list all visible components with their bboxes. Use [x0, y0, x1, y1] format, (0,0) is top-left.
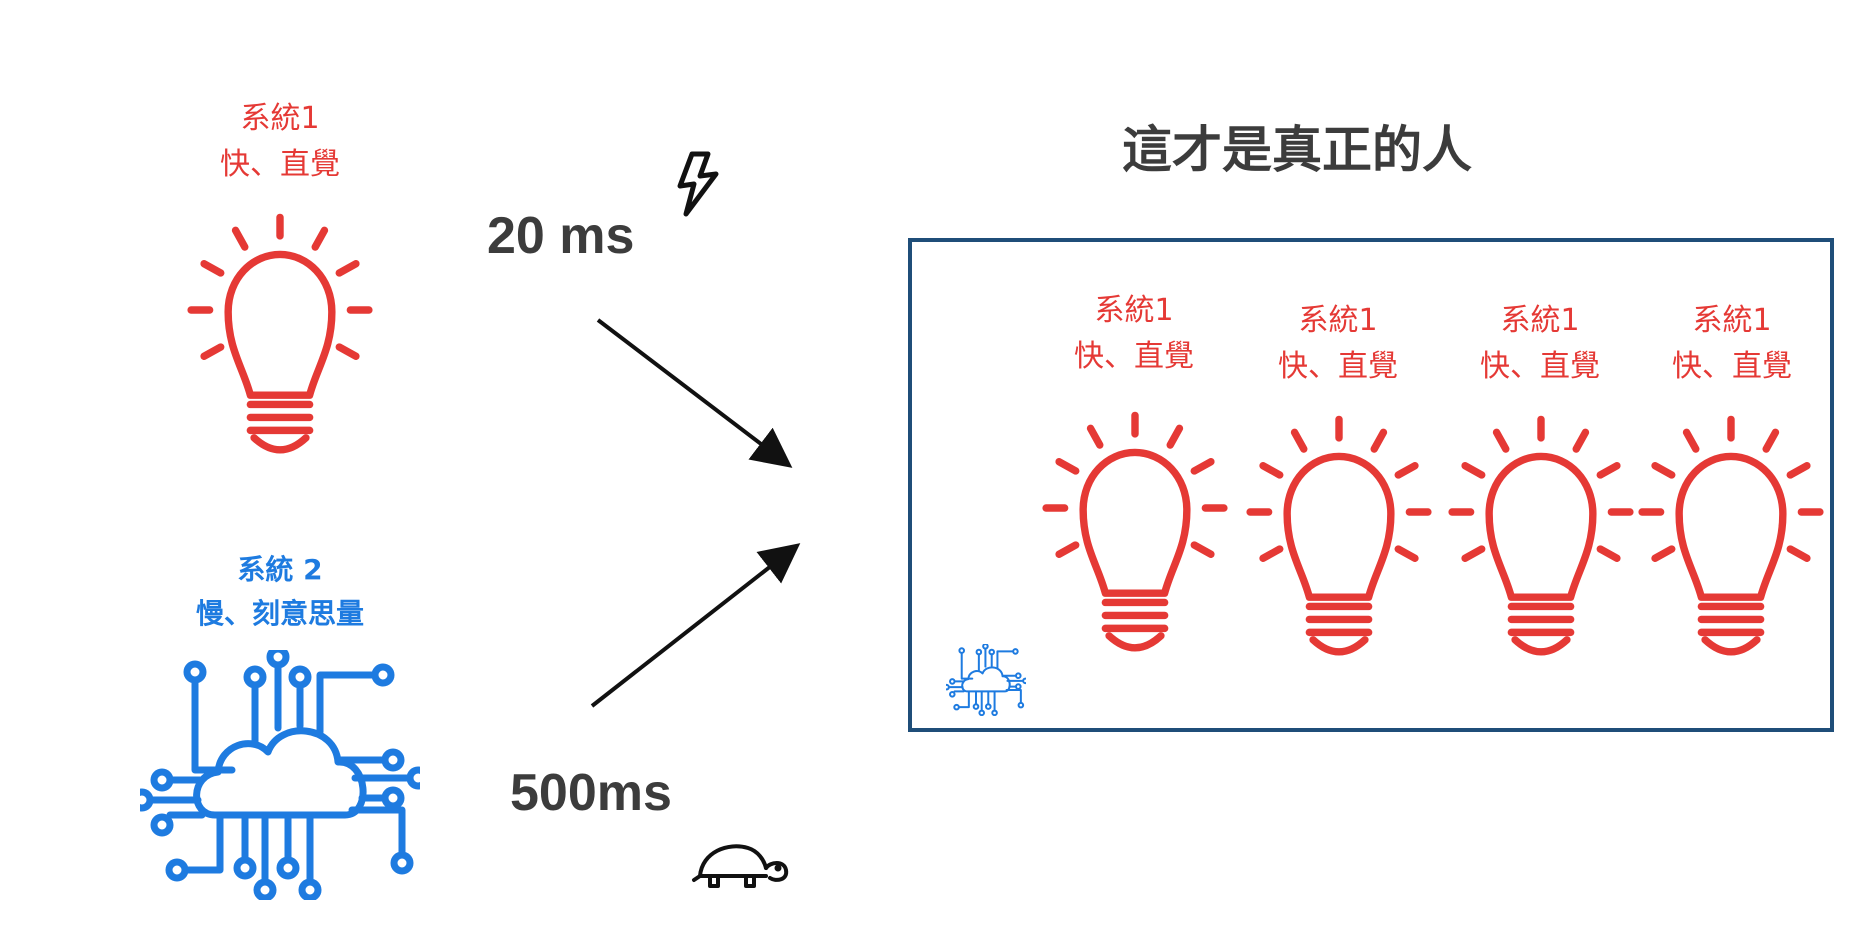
card-name: 系統1 [1298, 303, 1378, 338]
card-desc: 快、直覺 [1278, 349, 1398, 384]
system1-name: 系統1 [240, 101, 320, 136]
slow-arrow-icon [590, 543, 801, 708]
system2-desc: 慢、刻意思量 [195, 597, 364, 630]
lightbulb-icon [1446, 412, 1636, 662]
lightning-icon [677, 151, 719, 217]
bulb-card-4-label: 系統1 快、直覺 [1632, 298, 1832, 390]
fast-arrow-icon [596, 318, 793, 468]
fast-speed-label: 20 ms [487, 207, 635, 265]
human-frame [908, 238, 1834, 732]
system2-label: 系統 2 慢、刻意思量 [160, 548, 400, 636]
card-name: 系統1 [1500, 303, 1580, 338]
turtle-icon [692, 844, 789, 888]
lightbulb-icon [1636, 412, 1826, 662]
card-desc: 快、直覺 [1480, 349, 1600, 384]
bulb-card-2-label: 系統1 快、直覺 [1238, 298, 1438, 390]
circuit-cloud-icon [946, 644, 1026, 716]
card-name: 系統1 [1094, 293, 1174, 328]
system1-label: 系統1 快、直覺 [180, 96, 380, 188]
lightbulb-icon [1244, 412, 1434, 662]
slow-speed-label: 500ms [510, 764, 672, 822]
card-name: 系統1 [1692, 303, 1772, 338]
card-desc: 快、直覺 [1074, 339, 1194, 374]
card-desc: 快、直覺 [1672, 349, 1792, 384]
system2-name: 系統 2 [237, 553, 323, 586]
page-title: 這才是真正的人 [1122, 121, 1472, 179]
bulb-card-1-label: 系統1 快、直覺 [1034, 288, 1234, 380]
bulb-card-3-label: 系統1 快、直覺 [1440, 298, 1640, 390]
lightbulb-icon [1040, 408, 1230, 658]
system1-desc: 快、直覺 [220, 147, 340, 182]
